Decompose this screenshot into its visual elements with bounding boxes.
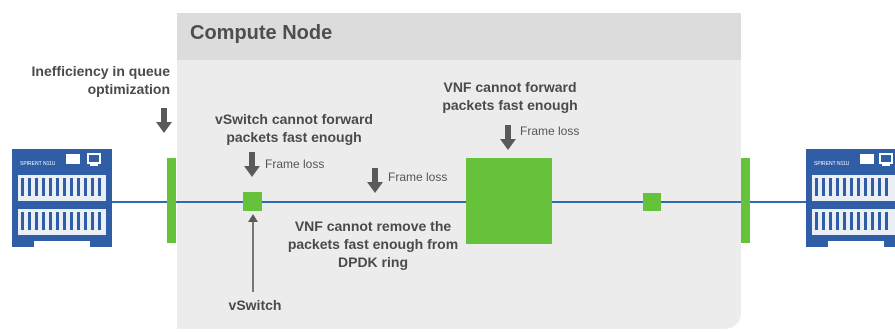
up-arrow-icon bbox=[248, 214, 258, 292]
left-device-brand: SPIRENT N11U bbox=[20, 161, 56, 167]
compute-node-title: Compute Node bbox=[190, 22, 333, 44]
compute-node-box bbox=[177, 13, 741, 329]
compute-node-header bbox=[177, 13, 741, 60]
label-vswitch: vSwitch bbox=[228, 297, 282, 313]
down-arrow-icon bbox=[500, 125, 516, 150]
vnf-box bbox=[466, 158, 552, 244]
small-node-right bbox=[643, 193, 661, 211]
frame-loss-label: Frame loss bbox=[388, 170, 448, 184]
label-vnf-remove: VNF cannot remove the packets fast enoug… bbox=[287, 218, 459, 270]
label-vnf-forward: VNF cannot forward packets fast enough bbox=[442, 79, 578, 113]
vswitch-node bbox=[243, 192, 262, 211]
down-arrow-icon bbox=[367, 168, 383, 193]
left-test-device-icon: SPIRENT N11U bbox=[12, 149, 112, 247]
left-queue-bar bbox=[167, 158, 176, 243]
label-vswitch-forward: vSwitch cannot forward packets fast enou… bbox=[215, 111, 373, 145]
right-device-brand: SPIRENT N11U bbox=[814, 161, 850, 167]
right-queue-bar bbox=[741, 158, 750, 243]
down-arrow-icon bbox=[244, 152, 260, 177]
right-test-device-icon: SPIRENT N11U bbox=[806, 149, 895, 247]
frame-loss-label: Frame loss bbox=[265, 157, 325, 171]
frame-loss-label: Frame loss bbox=[520, 124, 580, 138]
traffic-line bbox=[30, 201, 865, 203]
down-arrow-icon bbox=[156, 108, 172, 133]
label-inefficiency: Inefficiency in queue optimization bbox=[31, 63, 170, 97]
